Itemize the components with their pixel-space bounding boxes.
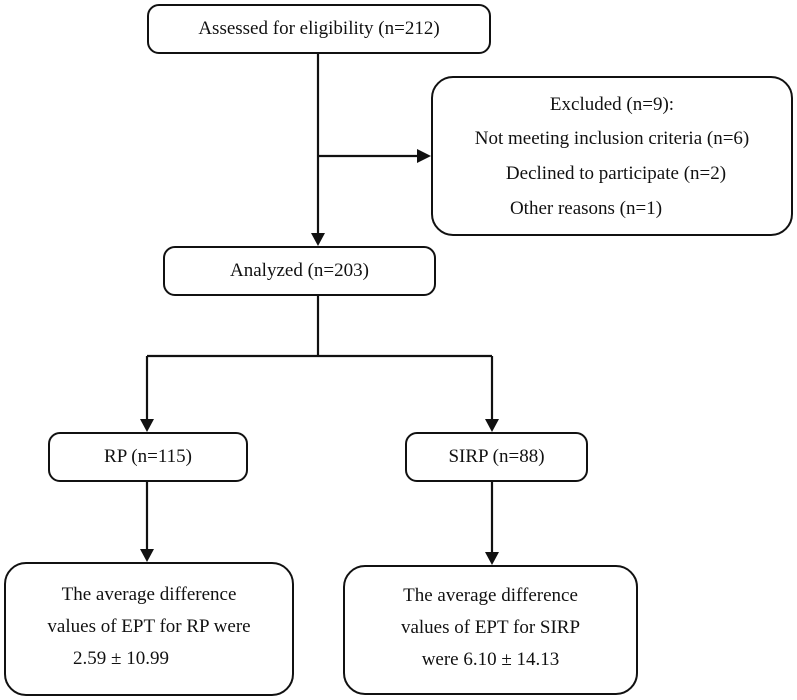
- sirp-group-box: SIRP (n=88): [405, 432, 588, 482]
- excluded-reason: Not meeting inclusion criteria (n=6): [474, 128, 750, 150]
- rp-result-line: 2.59 ± 10.99: [73, 648, 169, 670]
- assessed-box: Assessed for eligibility (n=212): [147, 4, 491, 54]
- rp-group-box: RP (n=115): [48, 432, 248, 482]
- analyzed-label: Analyzed (n=203): [230, 259, 369, 281]
- arrowhead-to-excluded: [417, 149, 431, 163]
- assessed-label: Assessed for eligibility (n=212): [198, 17, 440, 39]
- excluded-reason: Other reasons (n=1): [509, 197, 663, 219]
- excluded-reason: Declined to participate (n=2): [505, 163, 727, 184]
- rp-result-line: values of EPT for RP were: [47, 615, 251, 637]
- arrowhead-to-rp: [140, 419, 154, 432]
- excluded-title: Excluded (n=9):: [549, 93, 675, 115]
- sirp-result-line: values of EPT for SIRP: [400, 617, 581, 639]
- sirp-result-line: The average difference: [403, 585, 578, 607]
- rp-result-line: The average difference: [61, 583, 237, 605]
- sirp-group-label: SIRP (n=88): [448, 445, 545, 467]
- arrowhead-to-analyzed: [311, 233, 325, 246]
- analyzed-box: Analyzed (n=203): [163, 246, 436, 296]
- sirp-result-box: The average difference values of EPT for…: [343, 565, 638, 695]
- arrowhead-to-sirp-result: [485, 552, 499, 565]
- rp-result-box: The average difference values of EPT for…: [4, 562, 294, 696]
- arrowhead-to-rp-result: [140, 549, 154, 562]
- sirp-result-line: were 6.10 ± 14.13: [421, 648, 560, 670]
- rp-group-label: RP (n=115): [104, 445, 192, 467]
- excluded-box: Excluded (n=9): Not meeting inclusion cr…: [431, 76, 793, 236]
- arrowhead-to-sirp: [485, 419, 499, 432]
